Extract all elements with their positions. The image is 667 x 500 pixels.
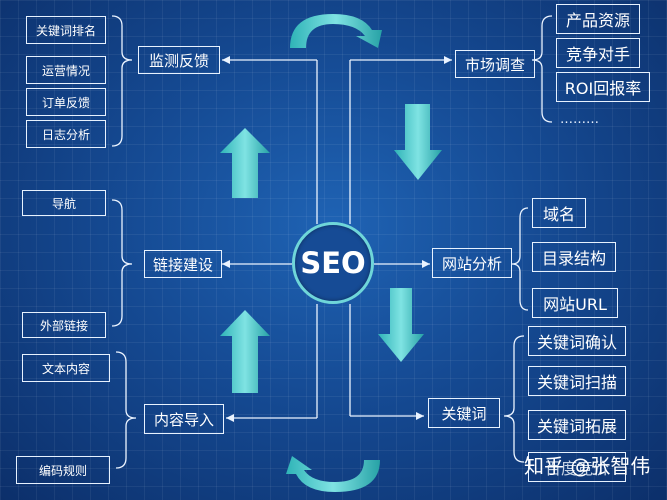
site-item-2: 网站URL — [532, 288, 618, 318]
site-item-1: 目录结构 — [532, 242, 616, 272]
keyword-item-0: 关键词确认 — [528, 326, 626, 356]
arrowhead-site — [422, 260, 430, 268]
keyword-item-1: 关键词扫描 — [528, 366, 626, 396]
down-arrow-bottom — [378, 288, 424, 362]
node-content: 内容导入 — [144, 404, 224, 434]
curved-arrow-top — [290, 14, 382, 48]
monitor-item-2: 订单反馈 — [26, 88, 106, 116]
brace-content — [115, 351, 137, 469]
arrowhead-content — [226, 414, 234, 422]
node-keyword: 关键词 — [428, 398, 500, 428]
market-item-1: 竞争对手 — [556, 38, 640, 68]
curved-arrow-bottom — [286, 456, 380, 492]
up-arrow-top — [220, 128, 270, 198]
market-item-2: ROI回报率 — [556, 72, 650, 102]
content-item-1: 编码规则 — [16, 456, 110, 484]
brace-market — [531, 15, 553, 123]
down-arrow-top — [394, 104, 442, 180]
watermark: 知乎 @张智伟 — [524, 454, 651, 478]
node-market: 市场调查 — [455, 50, 535, 78]
keyword-item-3: 百度竞价 — [528, 452, 626, 482]
monitor-item-3: 日志分析 — [26, 120, 106, 148]
brace-links — [111, 199, 133, 327]
brace-monitor — [111, 15, 133, 147]
arrowhead-monitor — [222, 56, 230, 64]
up-arrow-bottom — [220, 310, 270, 393]
node-links: 链接建设 — [144, 250, 222, 278]
seo-center: SEO — [292, 222, 374, 304]
brace-keyword — [503, 335, 525, 463]
market-item-0: 产品资源 — [556, 4, 640, 34]
arrowhead-links — [222, 260, 230, 268]
brace-site — [511, 207, 529, 311]
arrowhead-market — [444, 56, 452, 64]
monitor-item-0: 关键词排名 — [26, 16, 106, 44]
node-monitor: 监测反馈 — [138, 46, 220, 74]
site-item-0: 域名 — [532, 198, 586, 228]
content-item-0: 文本内容 — [22, 354, 110, 382]
market-more: ……… — [560, 112, 599, 127]
node-site: 网站分析 — [432, 248, 512, 278]
keyword-item-2: 关键词拓展 — [528, 410, 626, 440]
arrowhead-keyword — [416, 412, 424, 420]
links-item-1: 外部链接 — [22, 312, 106, 338]
links-item-0: 导航 — [22, 190, 106, 216]
monitor-item-1: 运营情况 — [26, 56, 106, 84]
